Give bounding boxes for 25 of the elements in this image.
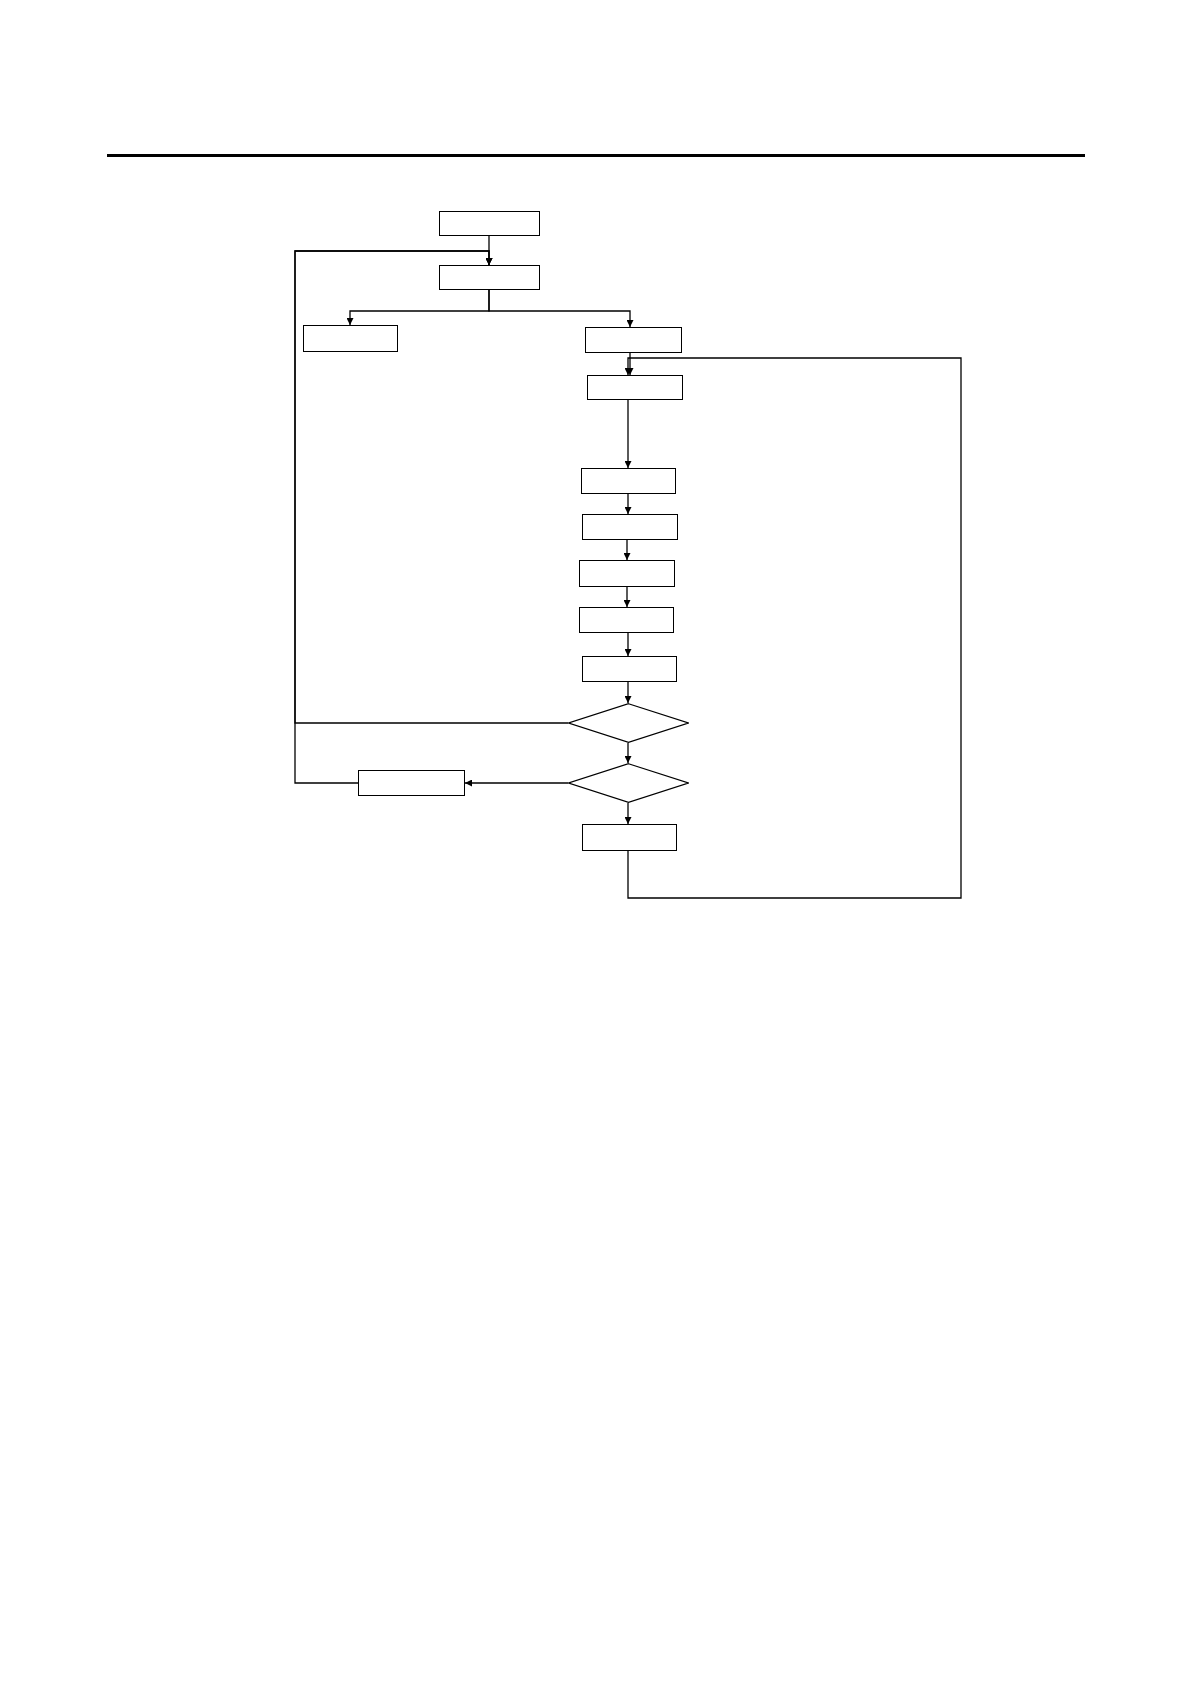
arrow — [488, 289, 634, 328]
arrow — [623, 539, 631, 561]
arrow — [624, 493, 632, 515]
process-box — [582, 514, 678, 540]
process-box — [303, 325, 398, 352]
arrow — [624, 742, 632, 764]
process-box — [582, 656, 677, 682]
process-box — [582, 824, 677, 851]
process-box — [579, 607, 674, 633]
arrow — [624, 399, 632, 469]
arrow — [626, 352, 634, 376]
arrow — [624, 632, 632, 657]
process-box — [439, 265, 540, 290]
process-box — [581, 468, 676, 494]
process-box — [439, 211, 540, 236]
arrow — [623, 586, 631, 608]
process-box — [358, 770, 465, 796]
arrow — [624, 357, 962, 899]
process-box — [587, 375, 683, 400]
arrow — [294, 250, 493, 784]
arrow — [624, 802, 632, 825]
process-box — [579, 560, 675, 587]
arrow — [624, 681, 632, 704]
arrow — [464, 779, 569, 787]
process-box — [585, 327, 682, 353]
